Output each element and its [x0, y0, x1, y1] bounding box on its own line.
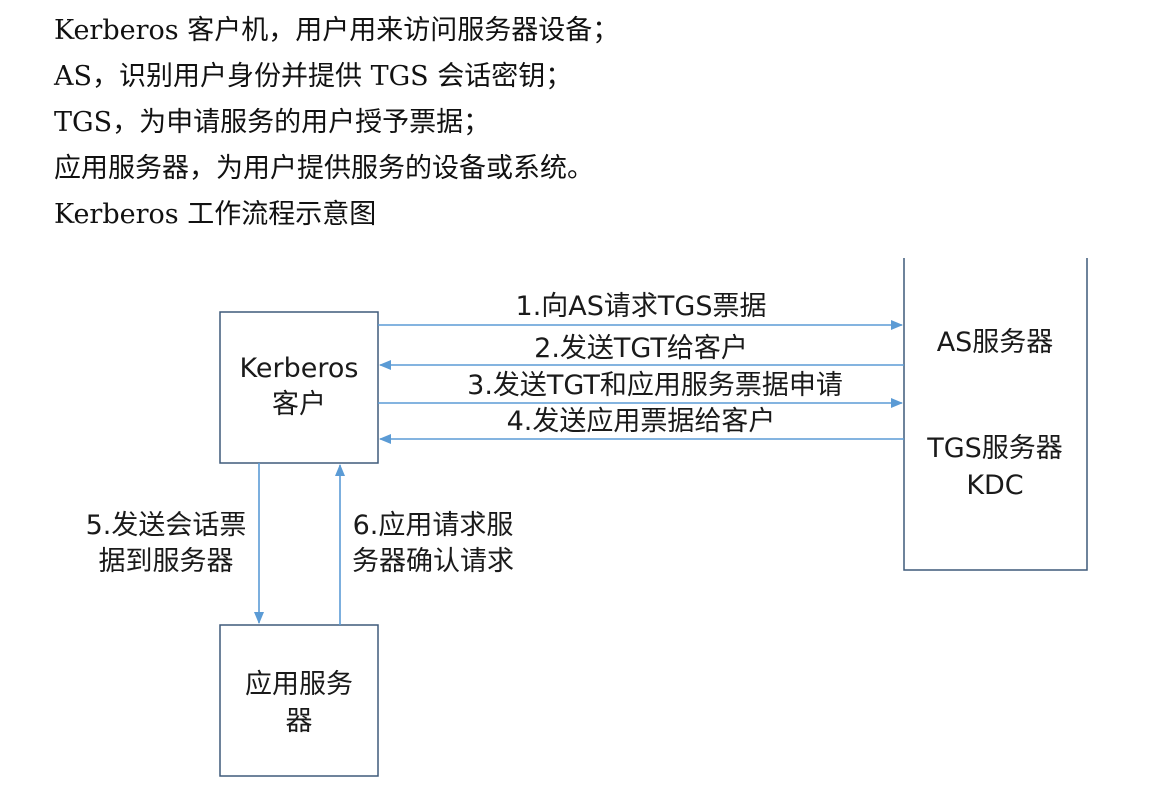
- intro-line-app-server: 应用服务器，为用户提供服务的设备或系统。: [54, 153, 594, 184]
- arrow-step5-label-line1: 5.发送会话票: [86, 510, 247, 541]
- intro-line-client: Kerberos 客户机，用户用来访问服务器设备；: [54, 15, 620, 46]
- arrow-step1-label: 1.向AS请求TGS票据: [516, 291, 767, 322]
- arrow-step6-label-line1: 6.应用请求服: [353, 510, 514, 541]
- intro-line-tgs: TGS，为申请服务的用户授予票据；: [54, 107, 491, 138]
- tgs-server-label: TGS服务器: [926, 433, 1063, 464]
- arrow-step6-label-line2: 务器确认请求: [352, 546, 514, 577]
- intro-line-as: AS，识别用户身份并提供 TGS 会话密钥；: [54, 61, 573, 92]
- client-label-line2: 客户: [272, 389, 326, 420]
- arrow-step5-label-line2: 据到服务器: [99, 546, 234, 577]
- arrow-step4-label: 4.发送应用票据给客户: [507, 406, 776, 437]
- intro-text: Kerberos 客户机，用户用来访问服务器设备； AS，识别用户身份并提供 T…: [54, 8, 1134, 238]
- app-server-box: [219, 624, 379, 777]
- kdc-box: [903, 258, 1088, 571]
- diagram-caption: Kerberos 工作流程示意图: [54, 199, 377, 230]
- arrow-step3-label: 3.发送TGT和应用服务票据申请: [467, 370, 843, 401]
- app-server-label-line2: 器: [286, 706, 313, 737]
- app-server-label-line1: 应用服务: [245, 669, 353, 700]
- arrow-step2-label: 2.发送TGT给客户: [534, 333, 748, 364]
- kdc-label: KDC: [966, 470, 1023, 501]
- client-label-line1: Kerberos: [240, 353, 359, 384]
- client-box: [219, 311, 379, 464]
- as-server-label: AS服务器: [937, 327, 1054, 358]
